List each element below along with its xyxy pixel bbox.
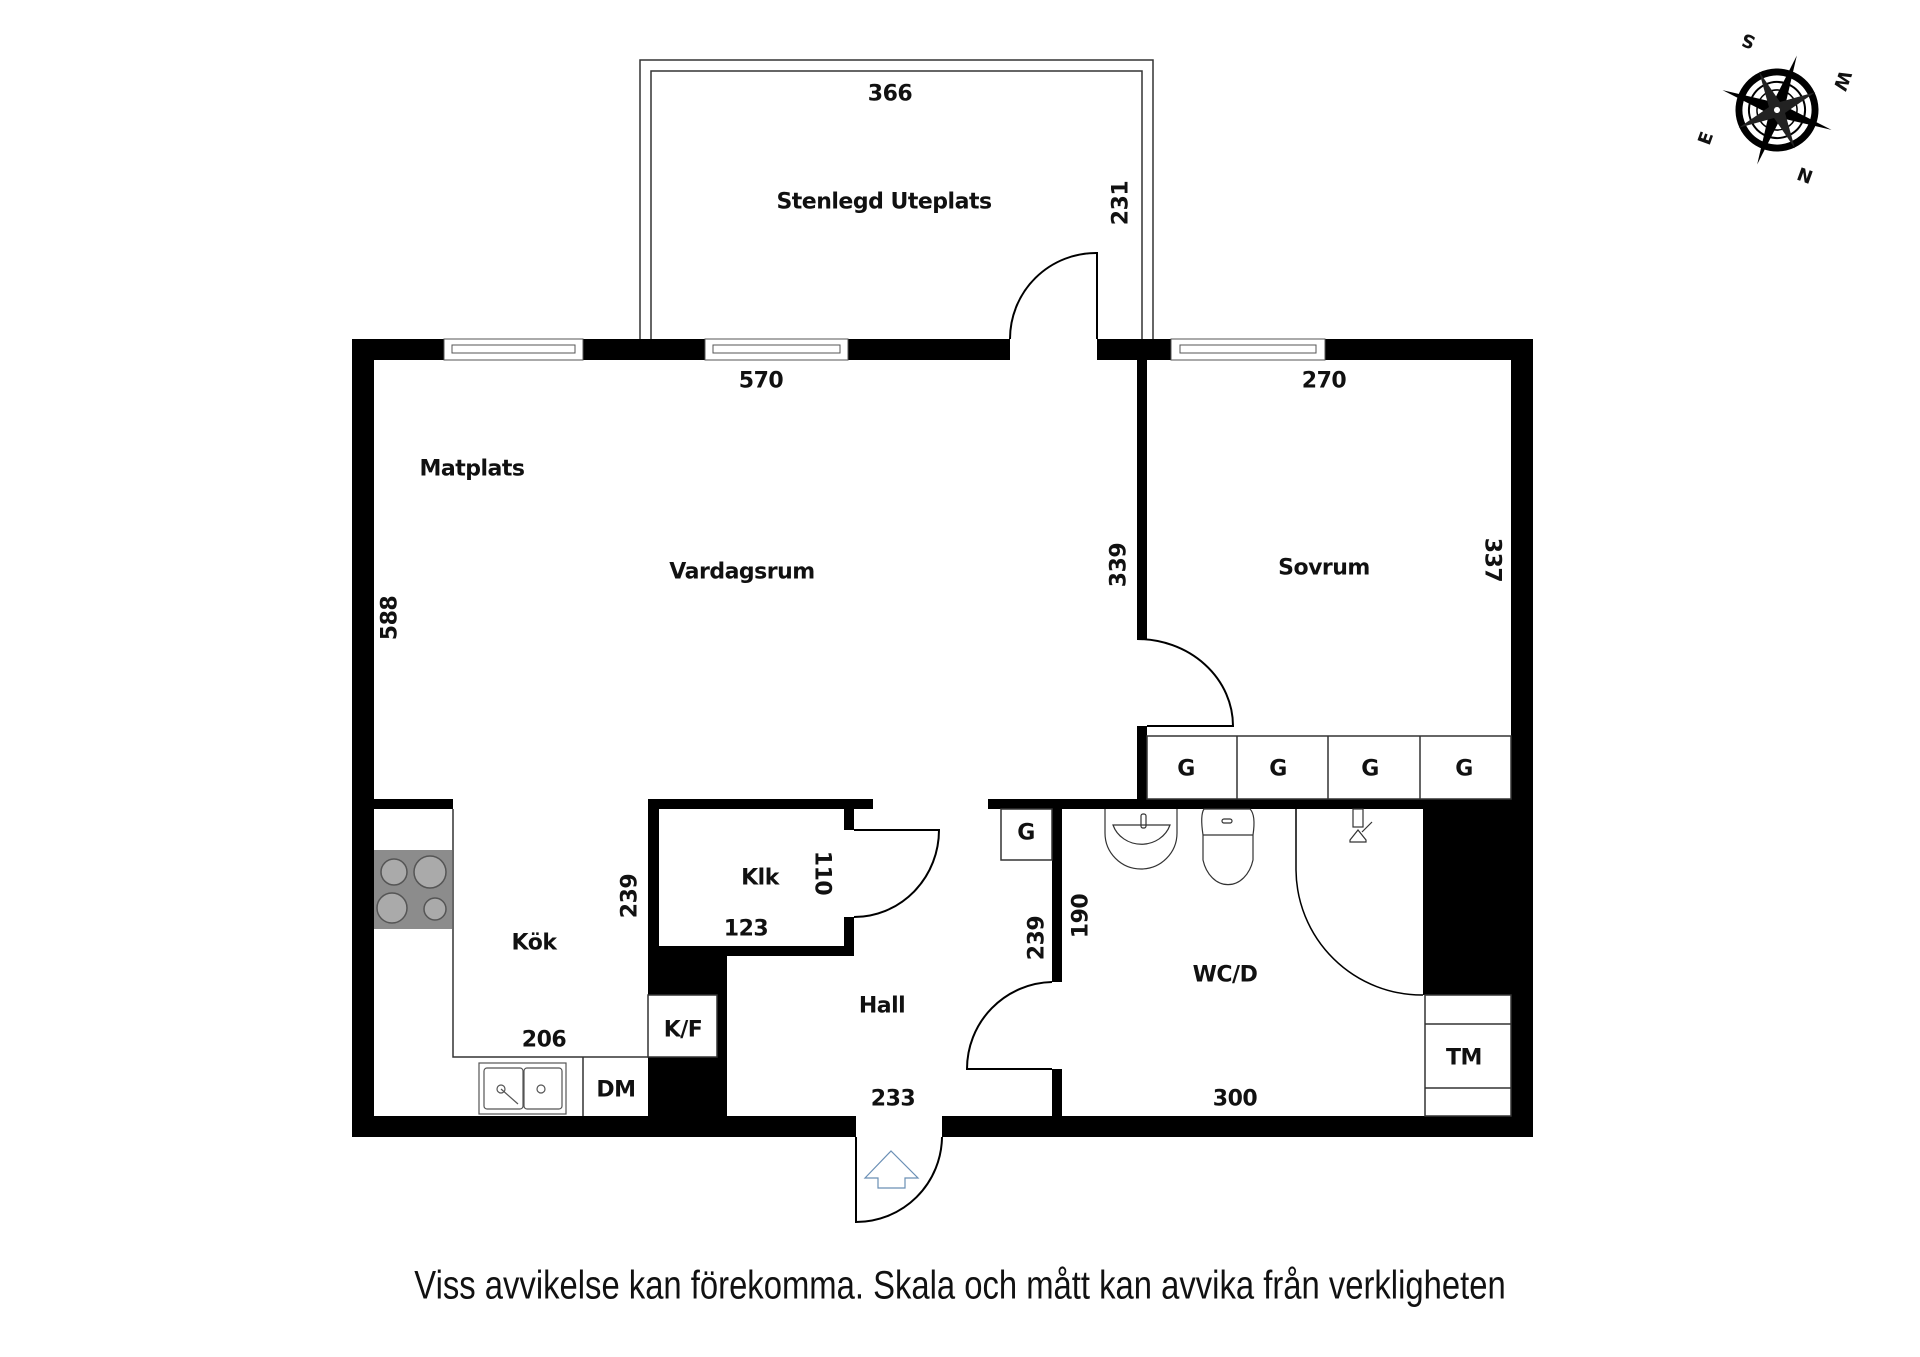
dim-closet-width: 123 — [723, 916, 769, 942]
washing-machine-label: TM — [1446, 1045, 1482, 1071]
dim-patio-width: 366 — [867, 81, 913, 107]
dim-hall-width: 233 — [870, 1086, 916, 1112]
room-label-bedroom: Sovrum — [1278, 555, 1370, 581]
wardrobe-label: G — [1017, 820, 1035, 846]
dim-kitchen-depth: 239 — [617, 873, 643, 919]
room-label-closet: Klk — [741, 865, 779, 891]
doors — [853, 251, 1424, 1224]
entrance-arrow-icon — [863, 1150, 920, 1189]
bathroom-fixtures — [1104, 808, 1373, 886]
stove-icon — [374, 850, 452, 929]
patio-outline — [639, 59, 1154, 339]
compass-rose-icon — [1722, 55, 1832, 165]
dim-living-partition: 339 — [1106, 542, 1132, 588]
walls — [352, 339, 1533, 1137]
dim-living-depth: 588 — [377, 595, 403, 641]
kitchen-counters — [452, 809, 648, 1116]
room-label-hall: Hall — [858, 993, 906, 1019]
dim-patio-depth: 231 — [1108, 180, 1134, 226]
windows — [443, 338, 1326, 361]
dim-bath-width: 300 — [1212, 1086, 1258, 1112]
room-label-bathroom: WC/D — [1192, 962, 1258, 988]
dim-bedroom-depth: 337 — [1479, 537, 1505, 583]
dim-kitchen-width: 206 — [521, 1027, 567, 1053]
room-label-dining: Matplats — [419, 456, 525, 482]
fridge-freezer-label: K/F — [663, 1017, 703, 1043]
room-label-kitchen: Kök — [511, 930, 557, 956]
wardrobes — [647, 735, 1512, 1058]
dim-closet-depth: 110 — [809, 850, 835, 896]
dim-bedroom-width: 270 — [1301, 368, 1347, 394]
dim-hall-depth: 239 — [1024, 915, 1050, 961]
wardrobe-label: G — [1177, 756, 1195, 782]
room-label-living: Vardagsrum — [669, 559, 815, 585]
sink-icon — [478, 1062, 567, 1115]
room-label-patio: Stenlegd Uteplats — [776, 189, 992, 215]
laundry-unit — [1424, 994, 1512, 1117]
dim-living-width: 570 — [738, 368, 784, 394]
disclaimer-text: Viss avvikelse kan förekomma. Skala och … — [414, 1263, 1506, 1308]
wardrobe-label: G — [1269, 756, 1287, 782]
dishwasher-label: DM — [596, 1077, 636, 1103]
dim-bath-depth: 190 — [1068, 893, 1094, 939]
wardrobe-label: G — [1455, 756, 1473, 782]
wardrobe-label: G — [1361, 756, 1379, 782]
